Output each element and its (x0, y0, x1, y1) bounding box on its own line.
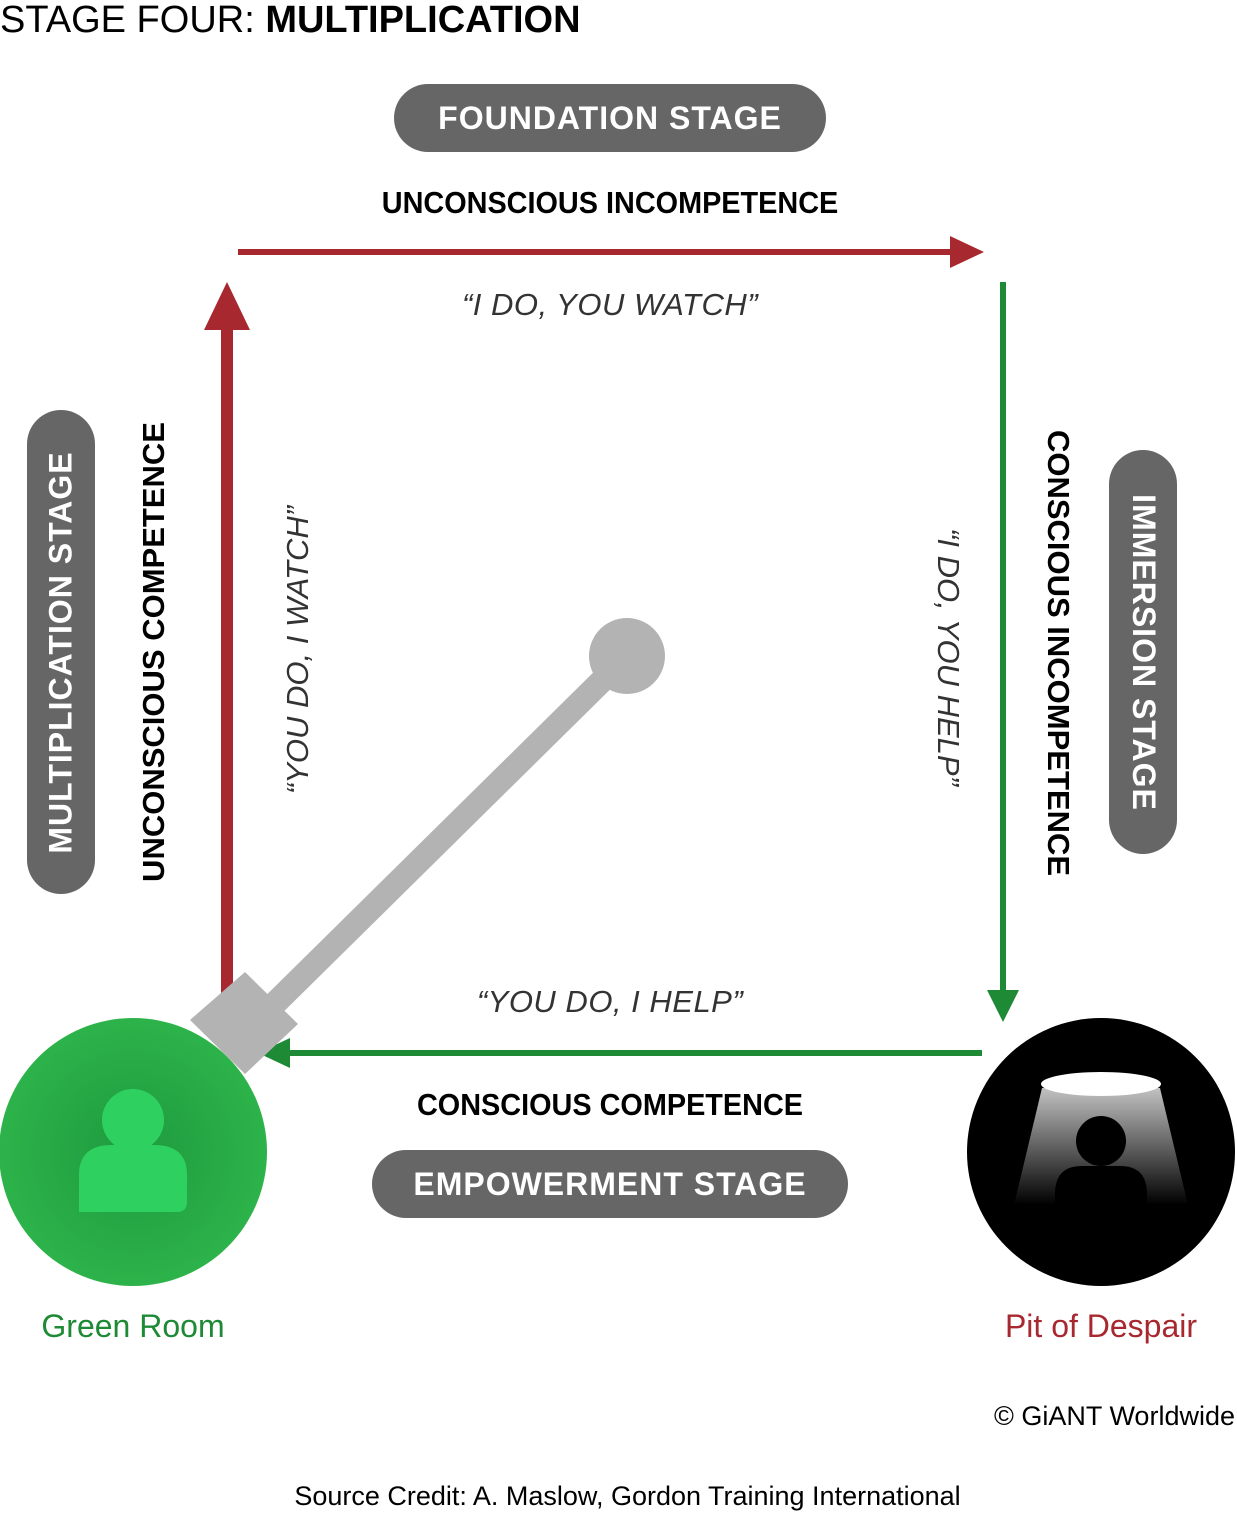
conscious-incompetence-label: CONSCIOUS INCOMPETENCE (1041, 429, 1077, 877)
pointer-shaft (241, 647, 636, 1037)
source-credit: Source Credit: A. Maslow, Gordon Trainin… (294, 1481, 961, 1511)
quote-you-do-i-watch-wrap: “YOU DO, I WATCH” (274, 470, 322, 830)
immersion-stage-pill: IMMERSION STAGE (1109, 450, 1177, 854)
green-room-person-icon (79, 1089, 187, 1212)
unconscious-competence-label: UNCONSCIOUS COMPETENCE (136, 422, 171, 882)
title-lead: STAGE FOUR: (0, 0, 266, 41)
pointer-base (190, 972, 298, 1074)
quote-i-do-you-help: “I DO, YOU HELP” (931, 528, 966, 786)
quote-you-do-i-watch: “YOU DO, I WATCH” (280, 505, 315, 795)
copyright: © GiANT Worldwide (994, 1401, 1235, 1431)
foundation-stage-label: FOUNDATION STAGE (438, 99, 782, 136)
conscious-competence-label: CONSCIOUS COMPETENCE (416, 1087, 804, 1122)
title-emphasis: MULTIPLICATION (265, 0, 581, 41)
quote-i-do-you-help-wrap: “I DO, YOU HELP” (924, 512, 972, 802)
top-arrow-head (950, 236, 984, 268)
quote-i-do-you-watch: “I DO, YOU WATCH” (461, 287, 759, 322)
pointer-knob (589, 618, 665, 694)
page-title: STAGE FOUR: MULTIPLICATION (0, 0, 581, 42)
quote-you-do-i-help: “YOU DO, I HELP” (476, 984, 744, 1019)
empowerment-stage-pill: EMPOWERMENT STAGE (372, 1150, 848, 1218)
green-room-caption: Green Room (41, 1308, 225, 1344)
spotlight-icon (1014, 1072, 1188, 1215)
left-arrow-head (204, 282, 250, 330)
multiplication-stage-label: MULTIPLICATION STAGE (42, 450, 79, 854)
empowerment-stage-label: EMPOWERMENT STAGE (413, 1165, 807, 1202)
bottom-arrow-head (258, 1038, 290, 1068)
unconscious-competence-label-wrap: UNCONSCIOUS COMPETENCE (130, 392, 178, 912)
multiplication-stage-pill: MULTIPLICATION STAGE (27, 410, 95, 894)
conscious-incompetence-label-wrap: CONSCIOUS INCOMPETENCE (1034, 412, 1082, 894)
right-arrow-head (987, 990, 1019, 1022)
foundation-stage-pill: FOUNDATION STAGE (394, 84, 826, 152)
pit-of-despair-caption: Pit of Despair (1004, 1308, 1198, 1344)
unconscious-incompetence-label: UNCONSCIOUS INCOMPETENCE (381, 185, 839, 220)
immersion-stage-label: IMMERSION STAGE (1125, 493, 1162, 811)
